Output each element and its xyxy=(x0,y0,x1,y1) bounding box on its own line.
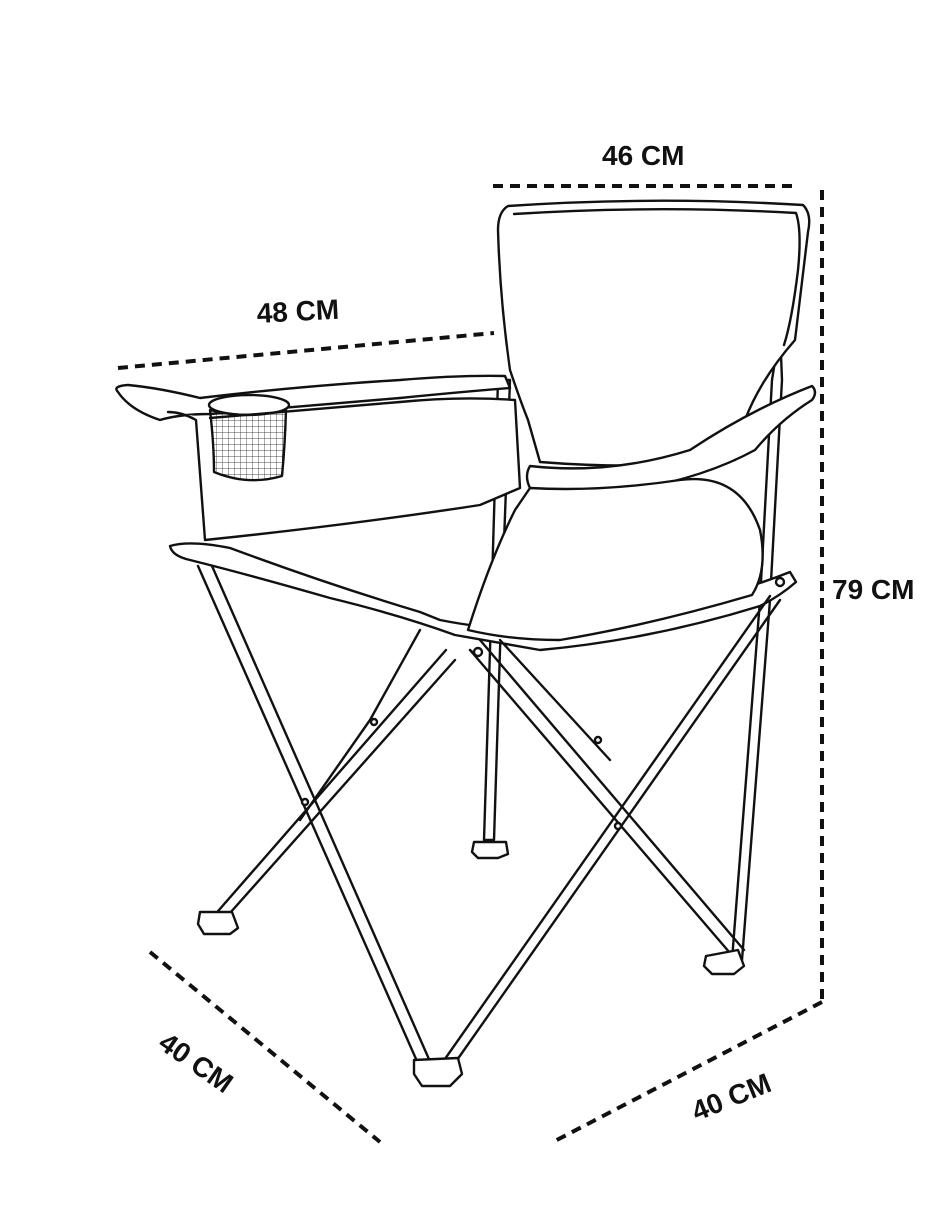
chair-feet xyxy=(196,840,746,1088)
right-front-panel xyxy=(466,477,764,642)
backrest-inner-edge xyxy=(512,208,801,347)
leg-frame xyxy=(196,564,782,1072)
dimension-lines xyxy=(117,184,824,1144)
rear-right-foot xyxy=(702,948,746,976)
front-left-foot xyxy=(196,910,240,936)
dimension-line-armrest-width xyxy=(117,331,495,370)
front-center-foot xyxy=(412,1056,464,1088)
mesh-cup-holder-icon xyxy=(208,408,288,482)
chair-outline xyxy=(115,199,817,1088)
armrest-width-label: 48 CM xyxy=(255,293,340,329)
backrest-width-label: 46 CM xyxy=(602,140,685,171)
rear-center-foot xyxy=(470,840,510,860)
dimension-line-depth-right xyxy=(552,1000,823,1144)
height-label: 79 CM xyxy=(832,574,915,605)
frame-joints xyxy=(300,576,786,831)
